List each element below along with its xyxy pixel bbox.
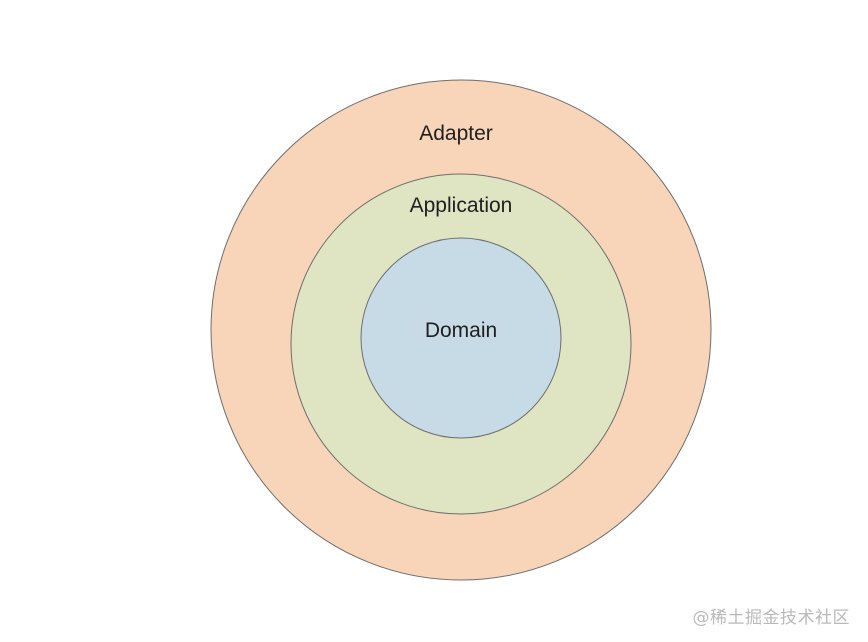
adapter-label: Adapter	[419, 122, 493, 145]
domain-circle	[360, 237, 562, 439]
watermark: @稀土掘金技术社区	[692, 608, 850, 628]
application-label: Application	[410, 194, 513, 217]
domain-label: Domain	[425, 319, 497, 342]
